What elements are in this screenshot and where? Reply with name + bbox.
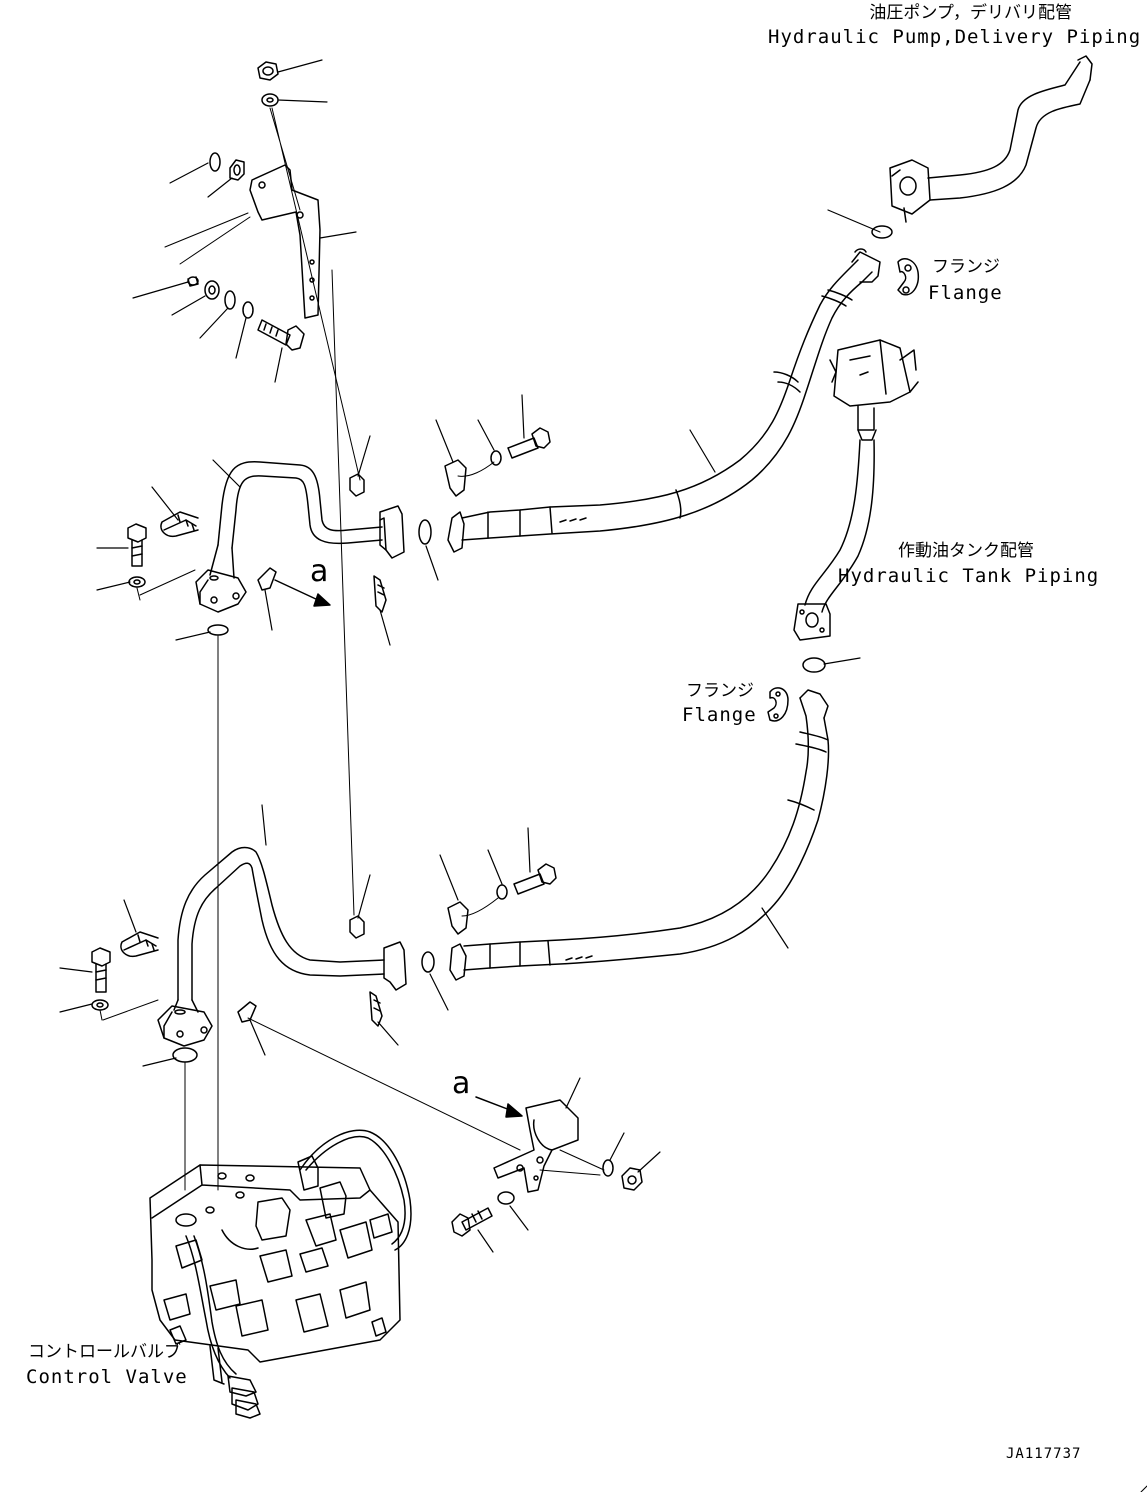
washer-upper-hose: [490, 450, 502, 466]
o-ring-lower-base: [172, 1047, 198, 1063]
upper-pipe: [195, 461, 405, 613]
nut-top: [257, 61, 279, 81]
pump-label-jp: 油圧ポンプ，デリバリ配管: [869, 3, 1072, 23]
o-ring-tank: [802, 657, 826, 673]
o-ring-lower: [421, 951, 435, 973]
washer-lower-bracket: [602, 1159, 614, 1177]
clamp-lower-hose: [447, 901, 469, 935]
view-arrow-upper: [274, 579, 331, 607]
flange-half-lower: [767, 687, 789, 722]
tank-label-jp: 作動油タンク配管: [898, 541, 1034, 561]
washer-left-3: [224, 290, 236, 310]
clamp-upper-hose: [444, 459, 467, 497]
tank-label-en: Hydraulic Tank Piping: [838, 565, 1100, 587]
o-ring-pump: [871, 225, 893, 239]
tank-pipe: [793, 439, 875, 641]
lower-pipe: [157, 846, 407, 1047]
flange-label-en-lower: Flange: [682, 704, 757, 726]
pump-label-en: Hydraulic Pump,Delivery Piping: [768, 26, 1142, 48]
drawing-id: JA117737: [1006, 1446, 1082, 1462]
tank-bracket: [829, 339, 919, 441]
flange-half-upper: [897, 258, 920, 296]
leader-lines-upper: [132, 59, 357, 383]
nut-lower-bracket: [621, 1167, 643, 1191]
leader-lines-lower: [59, 804, 789, 1067]
clip-lower: [237, 1001, 257, 1023]
u-clamp-lower: [120, 931, 159, 958]
valve-label-jp: コントロールバルブ: [28, 1342, 181, 1362]
view-marker-upper: a: [310, 554, 329, 589]
lower-hose: [449, 689, 830, 981]
washer-top: [261, 93, 279, 107]
leader-lines-bracket: [477, 1077, 661, 1253]
upper-bracket-assembly: [164, 61, 361, 481]
washer-left-4: [242, 301, 254, 319]
upper-hose: [447, 248, 881, 553]
leader-lines-pipe-upper: [96, 209, 881, 646]
pump-delivery-pipe: [889, 55, 1093, 223]
flange-label-jp-upper: フランジ: [932, 257, 1000, 277]
washer-flange-lower: [91, 999, 109, 1011]
bolt-upper: [257, 319, 305, 351]
nut-left-1: [229, 159, 245, 181]
washer-flange-upper: [128, 576, 146, 588]
washer-left-2: [204, 280, 220, 300]
bracket-upper: [249, 164, 321, 319]
fitting-lower-mid: [349, 915, 383, 1027]
bracket-lower: [493, 1099, 579, 1193]
washer-lower-bolt: [497, 1191, 515, 1205]
o-ring-upper-base: [207, 624, 229, 636]
valve-label-en: Control Valve: [26, 1366, 188, 1388]
clip-upper: [257, 567, 277, 591]
o-ring-upper: [418, 519, 432, 545]
u-clamp-upper: [160, 511, 199, 538]
bolt-upper-hose: [507, 427, 551, 459]
bolt-lower-hose: [513, 863, 557, 895]
view-arrow-lower: [475, 1096, 523, 1118]
view-marker-lower: a: [452, 1066, 471, 1101]
bolt-flange-upper: [127, 523, 147, 567]
control-valve: [149, 1129, 412, 1419]
flange-label-jp-lower: フランジ: [686, 681, 754, 701]
bolt-flange-lower: [91, 947, 111, 993]
flange-label-en-upper: Flange: [928, 282, 1003, 304]
spacer: [187, 276, 199, 287]
washer-lower-hose: [496, 884, 508, 900]
bolt-lower-bracket: [451, 1207, 493, 1237]
washer-left-1: [209, 152, 221, 172]
